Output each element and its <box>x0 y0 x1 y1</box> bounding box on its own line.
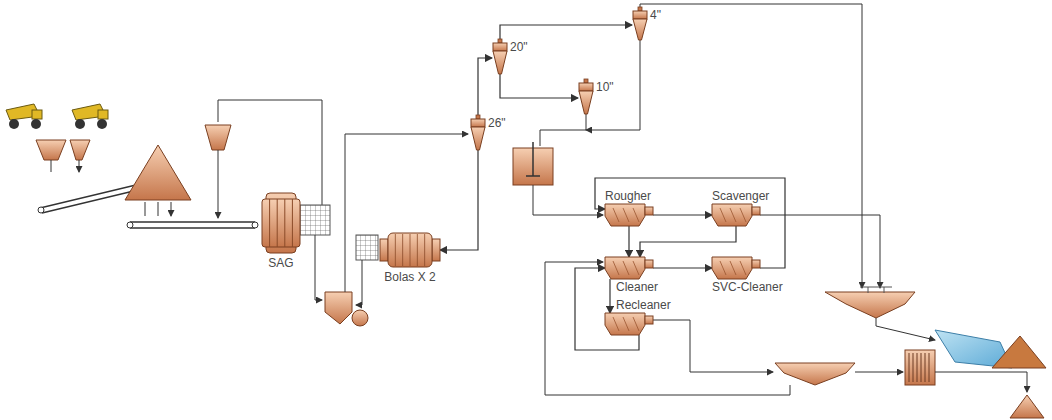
flow-line <box>440 150 478 250</box>
flow-line <box>500 25 632 42</box>
rougher-feed <box>533 185 603 215</box>
equipment-label: SVC-Cleaner <box>712 280 783 294</box>
cake-line <box>935 372 1027 392</box>
thickener-underflow <box>876 318 935 340</box>
flotation-cell-shape <box>712 257 760 279</box>
equipment-label: 26" <box>488 116 506 130</box>
hydrocyclone: 10" <box>578 82 594 114</box>
concentrate-line <box>653 320 773 372</box>
flotation-cell: SVC-Cleaner <box>712 257 760 279</box>
hydrocyclone: 4" <box>632 10 648 40</box>
flow-line <box>595 178 785 268</box>
equipment-label: Scavenger <box>712 189 769 203</box>
filter-press <box>905 350 935 385</box>
underflow-line <box>540 40 640 146</box>
ball-screen <box>356 235 378 260</box>
sag-mill-shape <box>262 193 300 253</box>
flow-line <box>609 279 610 313</box>
flotation-cell: Cleaner <box>605 257 653 279</box>
hydrocyclone: 20" <box>492 42 508 74</box>
equipment-label: 4" <box>650 8 661 22</box>
conditioner-tank <box>513 142 553 185</box>
equipment-label: 10" <box>596 80 614 94</box>
flotation-cell: Rougher <box>605 204 653 226</box>
hydrocyclone: 26" <box>470 118 486 150</box>
flow-line <box>628 226 629 257</box>
equipment-label: SAG <box>268 256 293 270</box>
ball-mill: Bolas X 2 <box>380 233 440 267</box>
cyclone-feed <box>345 134 468 292</box>
tailings-thickener <box>825 287 915 318</box>
sag-conveyor <box>127 222 258 228</box>
haul-trucks <box>6 104 108 129</box>
flow-line <box>640 226 736 257</box>
tailings-dam <box>935 330 1046 368</box>
hydrocyclone-shape <box>470 118 486 150</box>
equipment-label: Cleaner <box>616 280 658 294</box>
stockpile <box>125 145 191 200</box>
flotation-cell-shape <box>605 204 653 226</box>
concentrate-pile <box>1010 395 1044 418</box>
sag-screen <box>300 205 330 235</box>
primary-crusher <box>36 140 90 172</box>
hydrocyclone-shape <box>632 10 648 40</box>
flotation-cell-shape <box>605 257 653 279</box>
sump-pump <box>325 292 368 326</box>
flow-line <box>500 74 578 98</box>
filter-feed <box>855 372 903 373</box>
hydrocyclone-shape <box>578 82 594 114</box>
equipment-label: Bolas X 2 <box>384 270 435 284</box>
sag-mill: SAG <box>262 193 300 253</box>
feeders <box>145 202 171 216</box>
pebble-crusher <box>205 125 231 150</box>
flotation-cell-shape <box>712 204 760 226</box>
flotation-cell-shape <box>605 313 653 335</box>
flow-line <box>653 214 712 215</box>
flow-line <box>653 267 712 268</box>
ball-mill-shape <box>380 233 440 267</box>
flotation-cell: Scavenger <box>712 204 760 226</box>
hydrocyclone-shape <box>492 42 508 74</box>
equipment-label: 20" <box>510 40 528 54</box>
tailings-line <box>760 215 880 288</box>
ball-discharge <box>356 260 362 305</box>
screen-undersize <box>315 235 322 300</box>
equipment-label: Rougher <box>605 189 651 203</box>
recycle-loop <box>545 262 790 395</box>
flow-line <box>478 58 492 118</box>
equipment-label: Recleaner <box>616 298 671 312</box>
concentrate-thickener <box>775 363 855 385</box>
overflow-line <box>640 4 862 288</box>
flotation-cell: Recleaner <box>605 313 653 335</box>
